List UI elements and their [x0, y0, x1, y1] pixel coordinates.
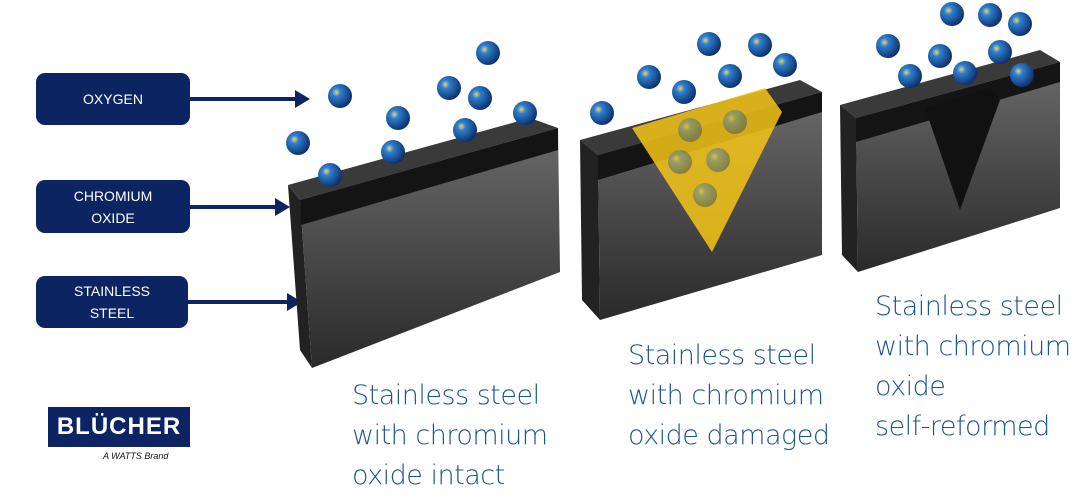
oxygen-molecules	[286, 2, 1034, 207]
block-intact	[288, 118, 560, 368]
chromium-oxide-arrow	[190, 198, 290, 216]
block-reformed	[840, 50, 1060, 272]
reformed-notch	[925, 88, 1000, 210]
blucher-logo: BLÜCHER	[48, 407, 190, 447]
caption-damaged: Stainless steel with chromium oxide dama…	[628, 340, 830, 451]
stainless-steel-label: STAINLESS STEEL	[36, 276, 188, 328]
oxygen-arrow	[190, 90, 310, 108]
block-damaged	[580, 80, 822, 320]
chromium-oxide-label: CHROMIUM OXIDE	[36, 180, 190, 233]
oxygen-label: OXYGEN	[36, 73, 190, 125]
watts-brand-tagline: A WATTS Brand	[103, 451, 169, 461]
caption-intact: Stainless steel with chromium oxide inta…	[352, 380, 548, 491]
caption-reformed: Stainless steel with chromium oxide self…	[875, 291, 1071, 442]
